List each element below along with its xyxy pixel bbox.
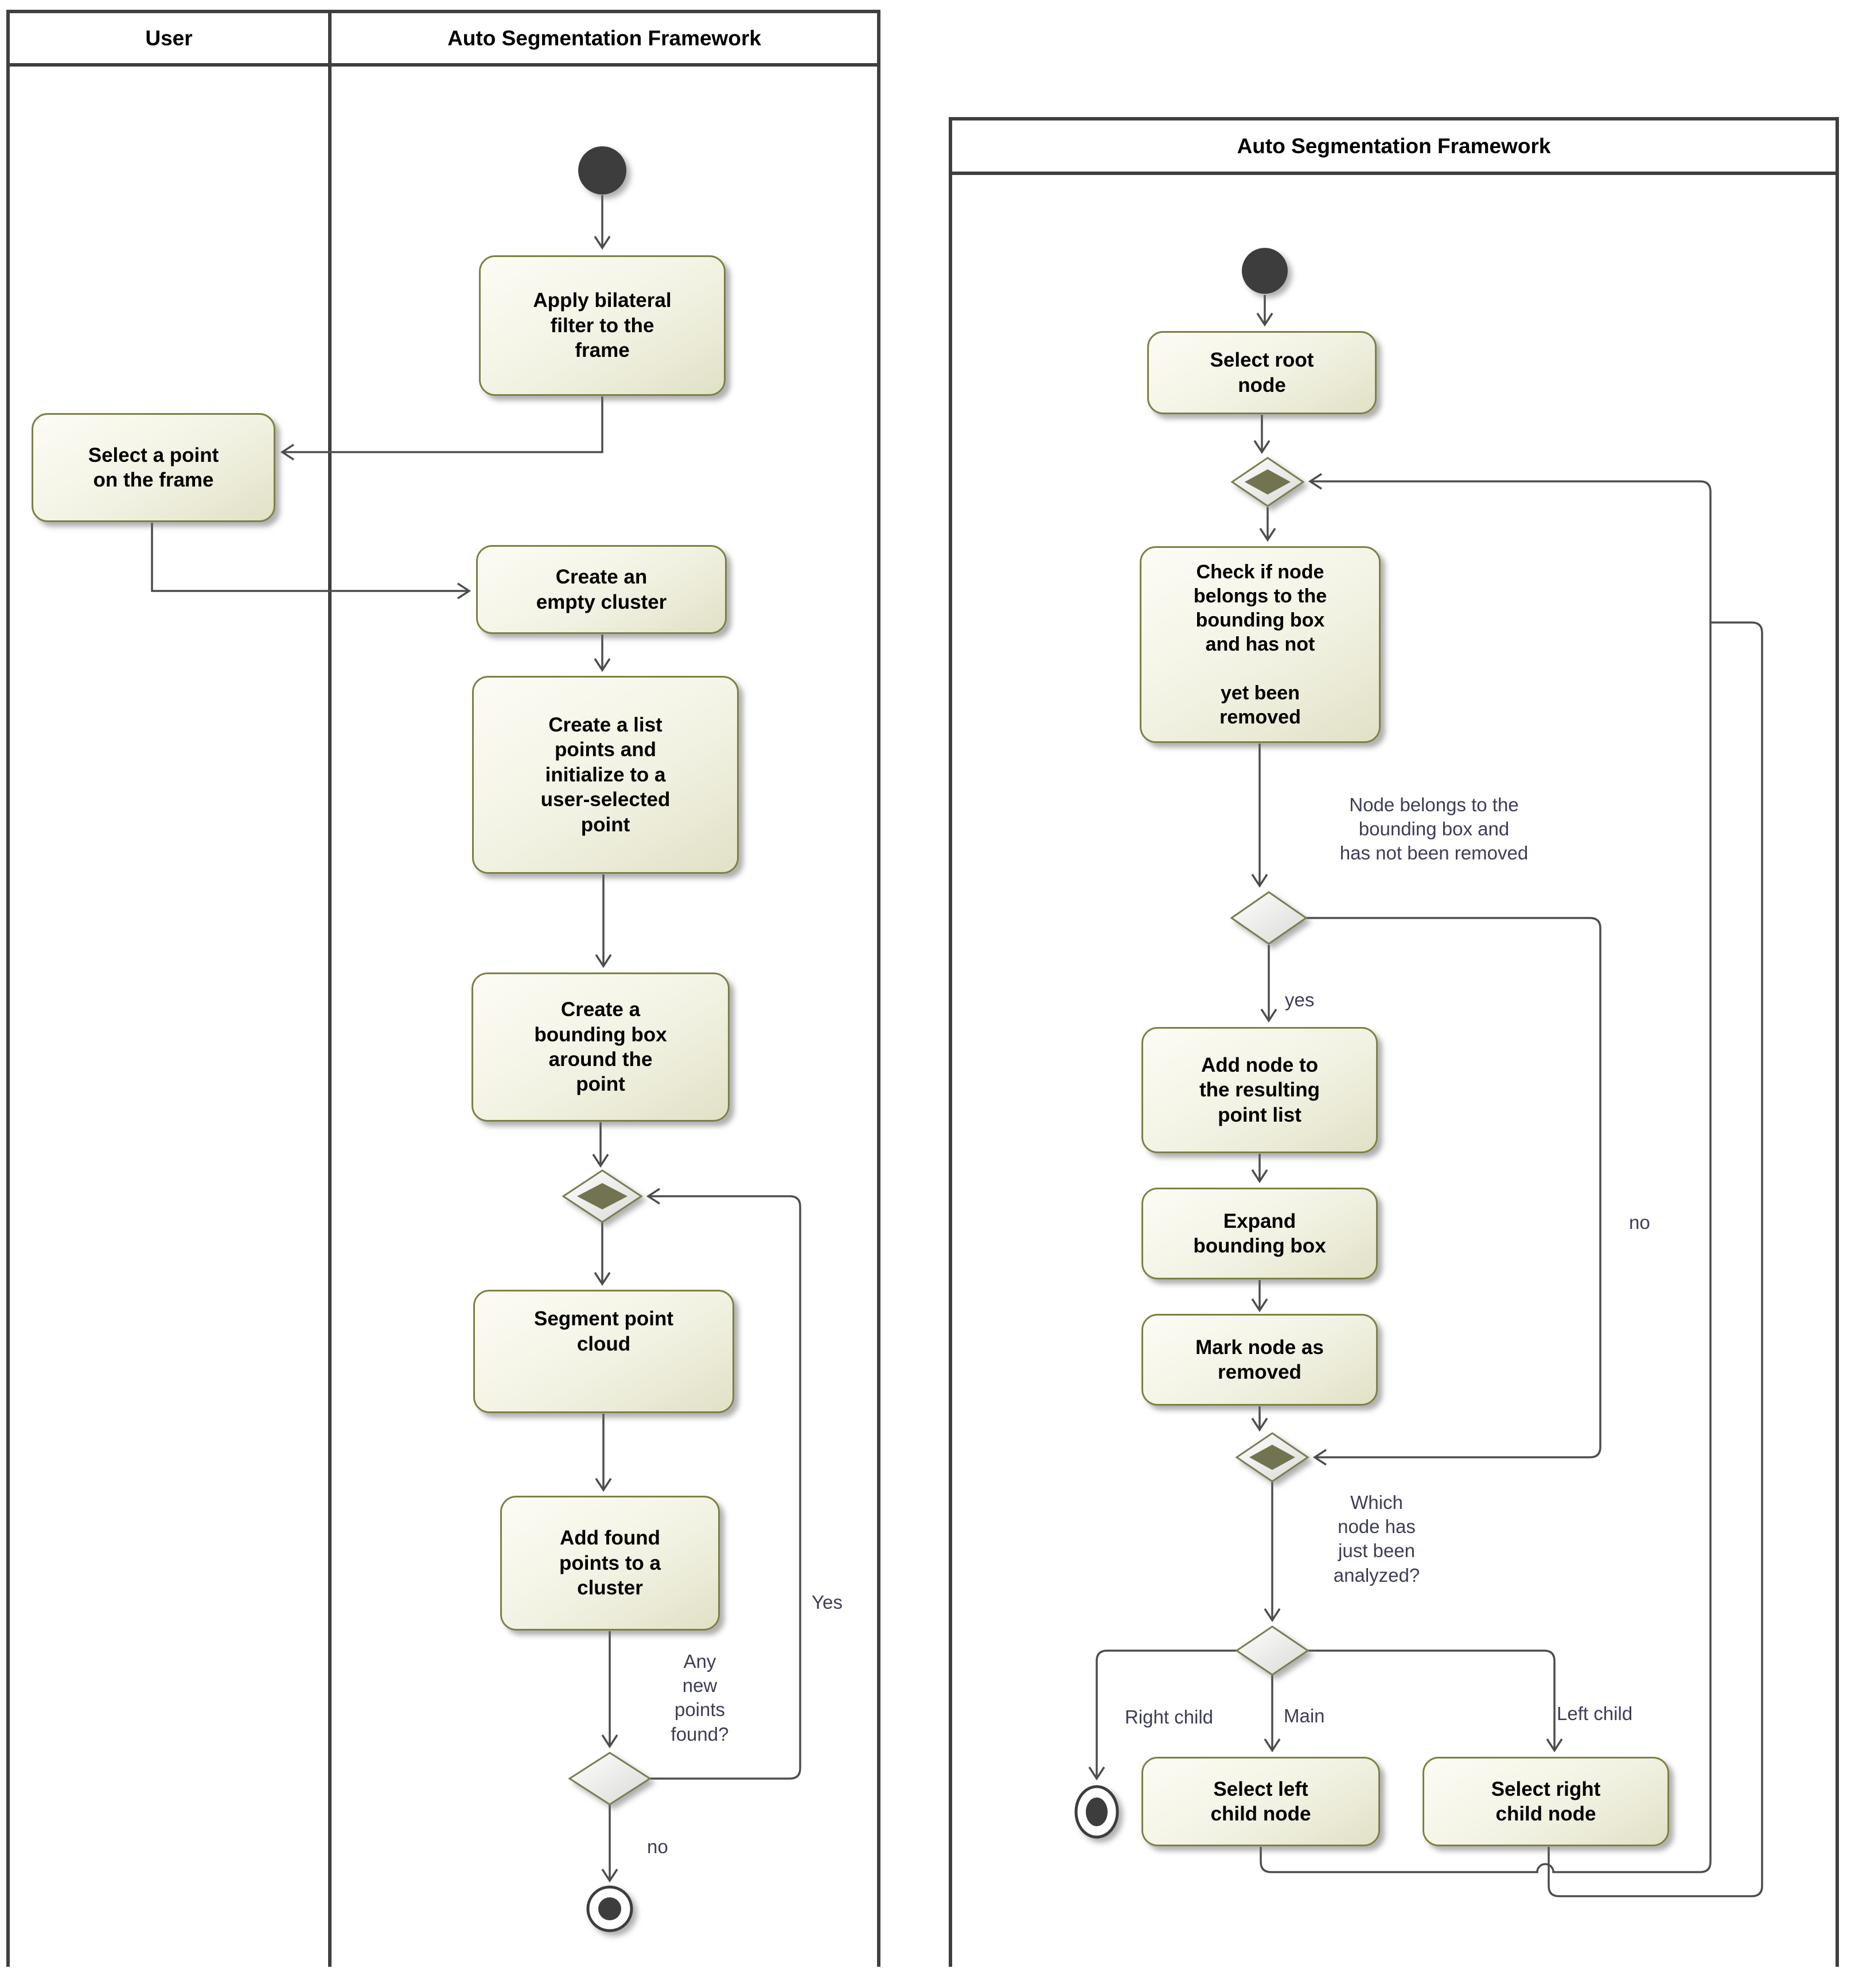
edge-select-left-return-loop xyxy=(1260,473,1712,1873)
guard-label-yes: Yes xyxy=(812,1592,843,1613)
left-frame-border xyxy=(6,10,880,1967)
activity-select-root-node: Select root node xyxy=(1147,331,1377,414)
right-frame-border xyxy=(949,117,1839,1967)
guard-label-which-node: Which node has just been analyzed? xyxy=(1333,1492,1420,1586)
activity-add-found-points: Add found points to a cluster xyxy=(500,1496,720,1631)
edge-select-right-return-loop xyxy=(1548,621,1763,1897)
merge-node-inner-diamond xyxy=(1245,469,1291,495)
guard-label-node-belongs: Node belongs to the bounding box and has… xyxy=(1339,794,1529,864)
activity-expand-bounding-box: Expand bounding box xyxy=(1141,1188,1378,1279)
guard-label-any-new-points: Any new points found? xyxy=(671,1651,729,1745)
swimlane-frames xyxy=(6,10,1839,1967)
edge-right-child-to-end xyxy=(1088,1649,1237,1781)
merge-node-inner-diamond xyxy=(577,1183,628,1209)
activity-select-left-child: Select left child node xyxy=(1141,1757,1380,1846)
end-node-core xyxy=(1086,1798,1108,1826)
merge-node-inner-diamond xyxy=(1249,1445,1295,1470)
start-node xyxy=(1242,248,1288,294)
activity-create-empty-cluster: Create an empty cluster xyxy=(476,545,727,634)
edge-yes-loop xyxy=(646,1188,801,1780)
edge-left-child-to-select-right xyxy=(1308,1649,1563,1753)
edge-select-point-to-create-cluster xyxy=(151,523,471,600)
start-node xyxy=(578,146,626,194)
guard-label-no: no xyxy=(1629,1212,1650,1233)
guard-label-no: no xyxy=(647,1836,668,1857)
activity-create-list-points: Create a list points and initialize to a… xyxy=(472,676,739,874)
lane-header-framework-left: Auto Segmentation Framework xyxy=(447,26,761,50)
activity-create-bounding-box: Create a bounding box around the point xyxy=(471,972,730,1122)
activity-select-point-on-frame: Select a point on the frame xyxy=(32,413,275,522)
end-node-core xyxy=(598,1897,621,1920)
guard-label-left-child: Left child xyxy=(1557,1703,1633,1724)
left-flow-edges xyxy=(151,195,801,1883)
guard-label-main: Main xyxy=(1284,1705,1325,1726)
activity-add-node-to-point-list: Add node to the resulting point list xyxy=(1141,1027,1378,1153)
lane-header-user: User xyxy=(145,26,193,50)
lane-header-framework-right: Auto Segmentation Framework xyxy=(1237,134,1551,158)
activity-apply-bilateral-filter: Apply bilateral filter to the frame xyxy=(479,255,726,396)
activity-select-right-child: Select right child node xyxy=(1423,1757,1669,1846)
activity-check-node: Check if node belongs to the bounding bo… xyxy=(1140,546,1381,743)
edge-no-branch xyxy=(1306,917,1601,1466)
activity-segment-point-cloud: Segment point cloud xyxy=(473,1290,734,1413)
activity-mark-node-removed: Mark node as removed xyxy=(1141,1314,1378,1406)
decision-node xyxy=(1235,1625,1310,1676)
decision-node xyxy=(568,1752,652,1806)
decision-node xyxy=(1230,891,1308,945)
edge-apply-filter-to-select-point xyxy=(280,396,603,461)
guard-label-yes: yes xyxy=(1285,989,1315,1010)
guard-label-right-child: Right child xyxy=(1124,1706,1214,1728)
right-flow-edges xyxy=(1088,295,1763,1897)
